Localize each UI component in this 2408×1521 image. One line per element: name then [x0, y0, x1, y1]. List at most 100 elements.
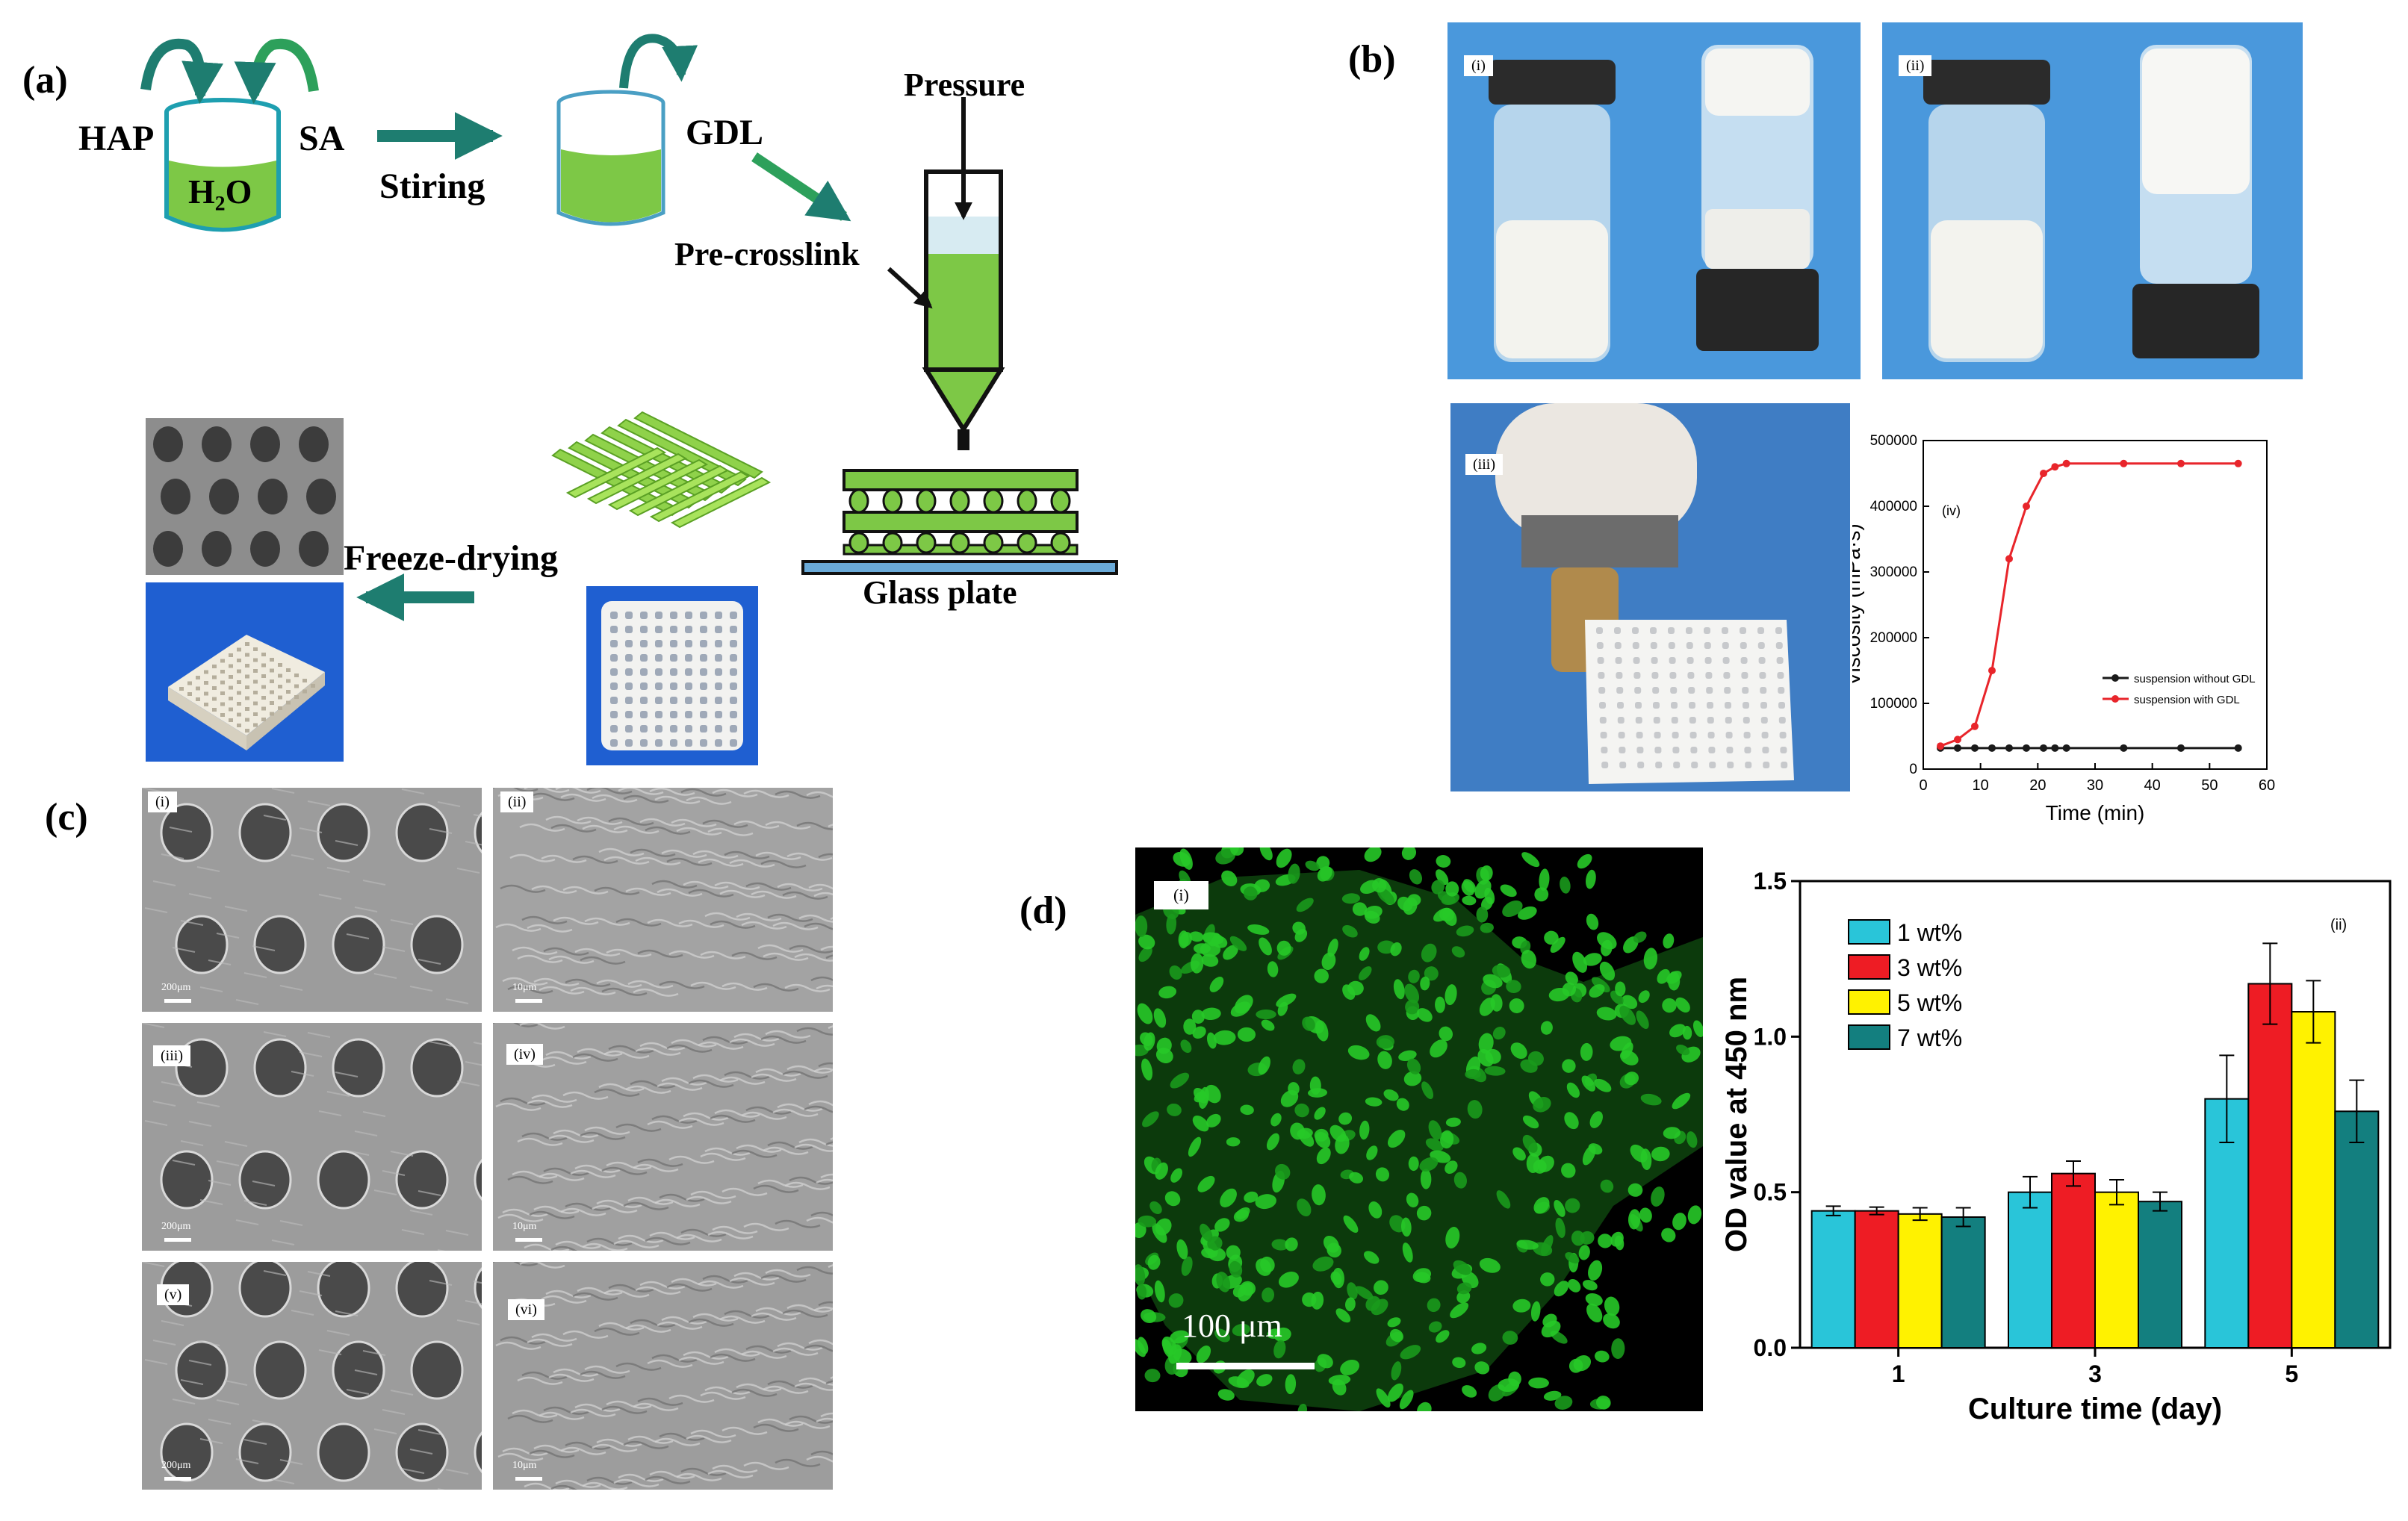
x-tick-label: 3: [2088, 1360, 2102, 1387]
chart-tag: (ii): [2330, 917, 2347, 933]
panel-b-iii-tag: (iii): [1465, 454, 1503, 475]
bar: [2291, 1011, 2336, 1349]
data-point: [2051, 744, 2059, 752]
panel-a-label: (a): [22, 59, 68, 102]
fluorescence-scale-label: 100 μm: [1182, 1307, 1282, 1344]
panel-c-ii-tag: (ii): [500, 791, 534, 812]
y-tick-label: 500000: [1870, 433, 1917, 449]
bar: [1897, 1213, 1943, 1349]
legend-marker: [2111, 674, 2119, 682]
panel-c-vi-tag: (vi): [508, 1299, 544, 1320]
bar: [2051, 1172, 2096, 1349]
sa-curved-arrow: [234, 38, 319, 105]
data-point: [2023, 503, 2030, 510]
data-point: [2120, 744, 2128, 752]
legend-swatch: [1848, 989, 1890, 1015]
data-point: [2005, 555, 2013, 563]
printing-photo-iii: [1450, 403, 1850, 791]
data-point: [1954, 735, 1961, 744]
panel-a-schematic: [140, 34, 1118, 621]
vial-photo-ii: [1882, 22, 2303, 379]
data-point: [2062, 744, 2070, 752]
legend-marker: [2111, 695, 2119, 703]
bar: [2334, 1110, 2380, 1349]
data-point: [2120, 459, 2128, 467]
x-tick-label: 20: [2029, 777, 2046, 794]
data-point: [2234, 744, 2242, 752]
gdl-curved-arrow: [619, 34, 698, 89]
y-tick-label: 0.5: [1754, 1179, 1787, 1206]
x-tick-label: 60: [2259, 777, 2275, 794]
panel-c-iii-tag: (iii): [153, 1045, 190, 1066]
data-point: [1988, 744, 1996, 752]
data-point: [1954, 744, 1961, 752]
fluorescence-image: 100 μm: [1135, 847, 1703, 1411]
y-tick-label: 1.5: [1754, 868, 1787, 895]
syringe: [922, 169, 1005, 450]
data-point: [2023, 744, 2030, 752]
data-point: [2177, 744, 2185, 752]
chart-tag: (iv): [1942, 503, 1961, 518]
panel-c-v-tag: (v): [157, 1284, 190, 1305]
vial-photo-i: [1447, 22, 1861, 379]
data-point: [2062, 459, 2070, 467]
viscosity-plot-frame: [1923, 440, 2268, 770]
bar: [2094, 1191, 2139, 1349]
sem-scale-label: 200μm: [161, 1460, 191, 1471]
x-tick-label: 50: [2201, 777, 2218, 794]
legend-swatch: [1848, 1024, 1890, 1050]
legend-swatch: [1848, 919, 1890, 945]
y-tick-label: 0.0: [1754, 1334, 1787, 1361]
sem-scale-label: 200μm: [161, 982, 191, 993]
sem-image-v: 200μm: [142, 1262, 482, 1490]
panel-b-label: (b): [1348, 38, 1396, 81]
beaker-hap-sa: [164, 98, 281, 232]
sem-scale-label: 200μm: [161, 1221, 191, 1232]
hap-label: HAP: [78, 119, 155, 158]
legend-label: 3 wt%: [1897, 954, 1962, 981]
panel-b-ii-tag: (ii): [1899, 55, 1932, 76]
data-point: [2051, 463, 2059, 471]
data-point: [2177, 459, 2185, 467]
precrosslink-pointer: [887, 267, 933, 309]
scale-bar: [164, 1238, 191, 1242]
sem-image-iv: 10μm: [493, 1023, 833, 1251]
legend-label: 1 wt%: [1897, 919, 1962, 946]
printed-layers: [801, 469, 1118, 575]
y-tick-label: 200000: [1870, 630, 1917, 646]
sem-image-i: 200μm: [142, 788, 482, 1012]
x-tick-label: 1: [1892, 1360, 1905, 1387]
data-point: [1988, 667, 1996, 674]
x-tick-label: 40: [2144, 777, 2161, 794]
scaffold-printed-photo: [586, 586, 758, 765]
bar: [2008, 1191, 2052, 1349]
scale-bar: [164, 999, 191, 1003]
stiring-label: Stiring: [379, 167, 485, 206]
data-point: [2040, 470, 2047, 477]
y-tick-label: 1.0: [1754, 1023, 1787, 1050]
y-axis-label: Viscosity (mPa·s): [1852, 523, 1864, 685]
legend-label: suspension with GDL: [2134, 694, 2240, 706]
x-tick-label: 5: [2285, 1360, 2298, 1387]
y-tick-label: 400000: [1870, 499, 1917, 514]
lattice-illustration: [551, 411, 772, 529]
sem-image-iii: 200μm: [142, 1023, 482, 1251]
x-axis-label: Time (min): [2046, 801, 2145, 824]
beaker-gdl: [556, 90, 665, 226]
y-tick-label: 300000: [1870, 564, 1917, 580]
bar: [1940, 1216, 1986, 1349]
legend-label: 7 wt%: [1897, 1024, 1962, 1051]
glass-plate-label: Glass plate: [863, 574, 1017, 611]
panel-c-label: (c): [45, 796, 88, 839]
legend-label: 5 wt%: [1897, 989, 1962, 1016]
pressure-label: Pressure: [904, 66, 1025, 103]
precrosslink-label: Pre-crosslink: [674, 236, 860, 273]
y-axis-label: OD value at 450 nm: [1725, 977, 1753, 1252]
scale-bar: [515, 1477, 542, 1481]
data-point: [2005, 744, 2013, 752]
panel-d-i-tag: (i): [1154, 881, 1208, 909]
sa-label: SA: [299, 119, 345, 158]
